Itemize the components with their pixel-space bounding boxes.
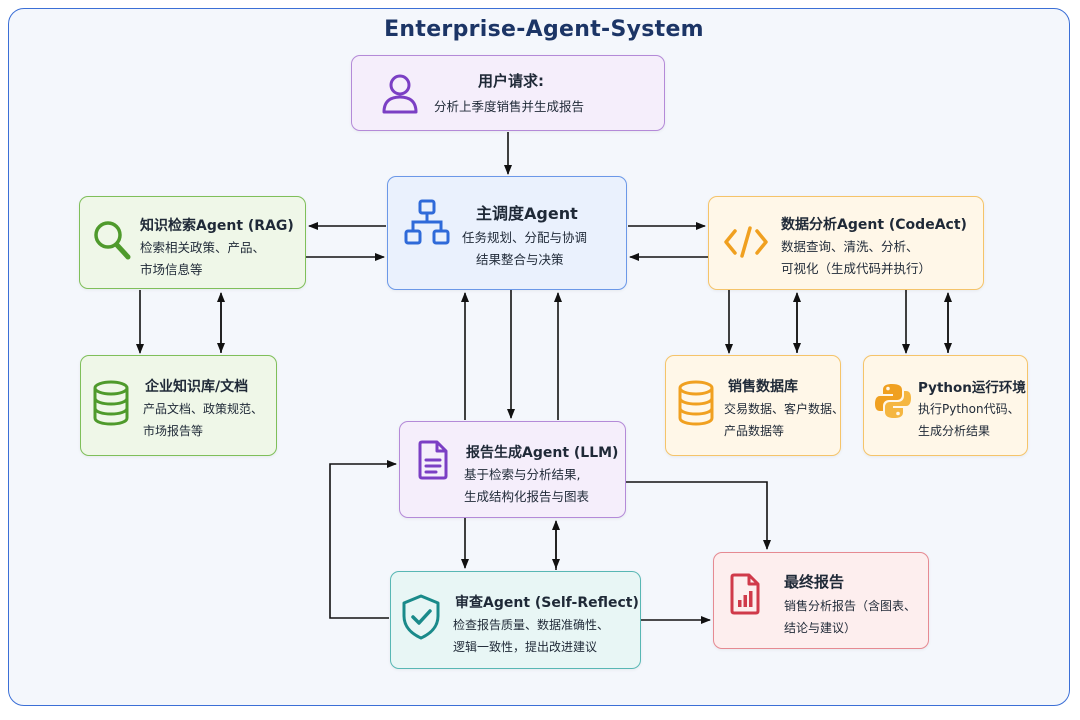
report-agent-node: 报告生成Agent (LLM) 基于检索与分析结果, 生成结构化报告与图表 bbox=[399, 421, 626, 518]
review-agent-node: 审查Agent (Self-Reflect) 检查报告质量、数据准确性、 逻辑一… bbox=[390, 571, 641, 669]
report-agent-title: 报告生成Agent (LLM) bbox=[466, 445, 619, 461]
final-report-line-1: 销售分析报告（含图表、 bbox=[784, 599, 917, 613]
report-chart-icon bbox=[730, 573, 760, 615]
database-icon bbox=[678, 380, 714, 426]
final-report-node: 最终报告 销售分析报告（含图表、 结论与建议） bbox=[713, 552, 929, 649]
code-icon bbox=[724, 226, 768, 258]
user-icon bbox=[382, 74, 418, 114]
rag-agent-node: 知识检索Agent (RAG) 检索相关政策、产品、 市场信息等 bbox=[79, 196, 306, 289]
main-agent-node: 主调度Agent 任务规划、分配与协调 结果整合与决策 bbox=[387, 176, 627, 290]
python-env-line-1: 执行Python代码、 bbox=[918, 402, 1020, 416]
data-agent-line-2: 可视化（生成代码并执行） bbox=[781, 261, 932, 276]
user-request-node: 用户请求: 分析上季度销售并生成报告 bbox=[351, 55, 665, 131]
python-env-line-2: 生成分析结果 bbox=[918, 424, 991, 438]
python-env-node: Python运行环境 执行Python代码、 生成分析结果 bbox=[863, 355, 1028, 456]
hierarchy-icon bbox=[404, 199, 450, 245]
sales-db-title: 销售数据库 bbox=[728, 379, 798, 395]
data-agent-line-1: 数据查询、清洗、分析、 bbox=[781, 239, 919, 254]
review-agent-line-2: 逻辑一致性，提出改进建议 bbox=[453, 640, 598, 654]
database-icon bbox=[93, 380, 129, 426]
sales-db-line-2: 产品数据等 bbox=[724, 424, 785, 438]
main-agent-line-1: 任务规划、分配与协调 bbox=[462, 230, 588, 245]
sales-db-node: 销售数据库 交易数据、客户数据、 产品数据等 bbox=[665, 355, 845, 456]
rag-agent-line-1: 检索相关政策、产品、 bbox=[140, 240, 266, 255]
sales-db-line-1: 交易数据、客户数据、 bbox=[724, 402, 845, 416]
knowledge-base-title: 企业知识库/文档 bbox=[145, 379, 249, 395]
user-request-title: 用户请求: bbox=[478, 72, 544, 90]
report-agent-line-1: 基于检索与分析结果, bbox=[464, 467, 581, 482]
final-report-line-2: 结论与建议） bbox=[784, 621, 857, 635]
python-icon bbox=[875, 384, 911, 418]
main-agent-title: 主调度Agent bbox=[476, 204, 578, 223]
data-agent-node: 数据分析Agent (CodeAct) 数据查询、清洗、分析、 可视化（生成代码… bbox=[708, 196, 984, 290]
arrow-review-loop-to-report bbox=[329, 460, 397, 619]
knowledge-base-line-2: 市场报告等 bbox=[143, 424, 204, 438]
main-agent-line-2: 结果整合与决策 bbox=[476, 252, 564, 267]
data-agent-title: 数据分析Agent (CodeAct) bbox=[781, 217, 967, 233]
search-icon bbox=[94, 221, 131, 260]
rag-agent-line-2: 市场信息等 bbox=[140, 262, 203, 277]
review-agent-title: 审查Agent (Self-Reflect) bbox=[455, 595, 639, 611]
rag-agent-title: 知识检索Agent (RAG) bbox=[140, 218, 294, 234]
shield-check-icon bbox=[402, 594, 440, 640]
python-env-title: Python运行环境 bbox=[918, 380, 1026, 396]
final-report-title: 最终报告 bbox=[784, 573, 845, 591]
user-request-line: 分析上季度销售并生成报告 bbox=[434, 99, 585, 114]
report-agent-line-2: 生成结构化报告与图表 bbox=[464, 489, 590, 504]
knowledge-base-line-1: 产品文档、政策规范、 bbox=[143, 402, 264, 416]
review-agent-line-1: 检查报告质量、数据准确性、 bbox=[453, 618, 610, 632]
knowledge-base-node: 企业知识库/文档 产品文档、政策规范、 市场报告等 bbox=[80, 355, 277, 456]
document-icon bbox=[418, 440, 448, 480]
arrow-report-to-final bbox=[626, 481, 771, 550]
diagram-title: Enterprise-Agent-System bbox=[384, 17, 704, 42]
